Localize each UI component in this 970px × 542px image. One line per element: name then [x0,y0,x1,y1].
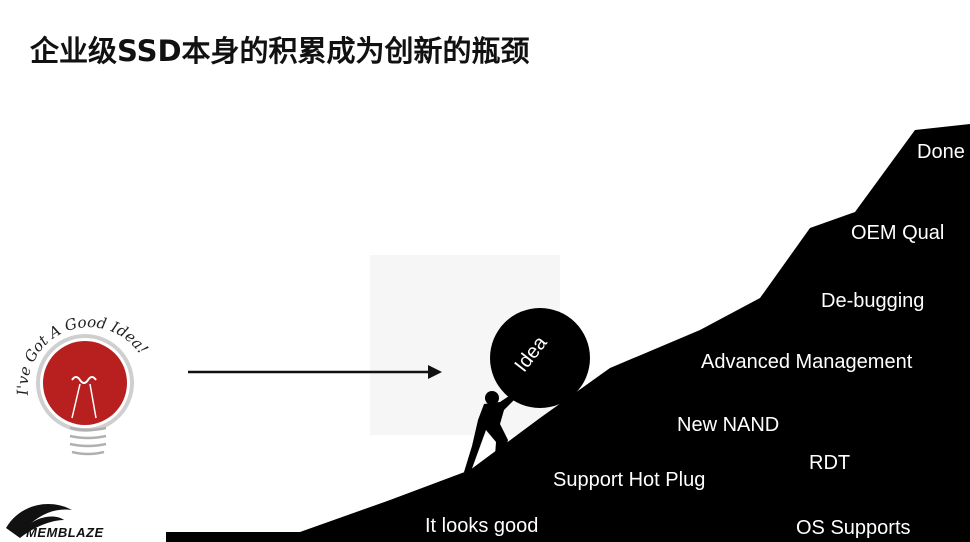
step-oem-qual: OEM Qual [851,222,945,244]
memblaze-logo-icon [6,504,72,538]
slide-title: 企业级SSD本身的积累成为创新的瓶颈 [30,34,530,68]
step-advanced-management: Advanced Management [701,351,913,373]
idea-boulder [490,308,590,408]
mountain-silhouette [166,124,970,542]
step-support-hot-plug: Support Hot Plug [553,469,706,491]
step-de-bugging: De-bugging [821,290,925,312]
step-done: Done [917,141,965,163]
progress-arrow [188,365,442,379]
step-it-looks-good: It looks good [425,515,539,537]
step-new-nand: New NAND [677,414,780,436]
idea-bulb-icon: I've Got A Good Idea! [14,313,152,456]
brand-name: MEMBLAZE [26,525,104,540]
step-os-supports: OS Supports [796,517,911,539]
step-rdt: RDT [809,452,851,474]
climber-figure [464,391,516,474]
